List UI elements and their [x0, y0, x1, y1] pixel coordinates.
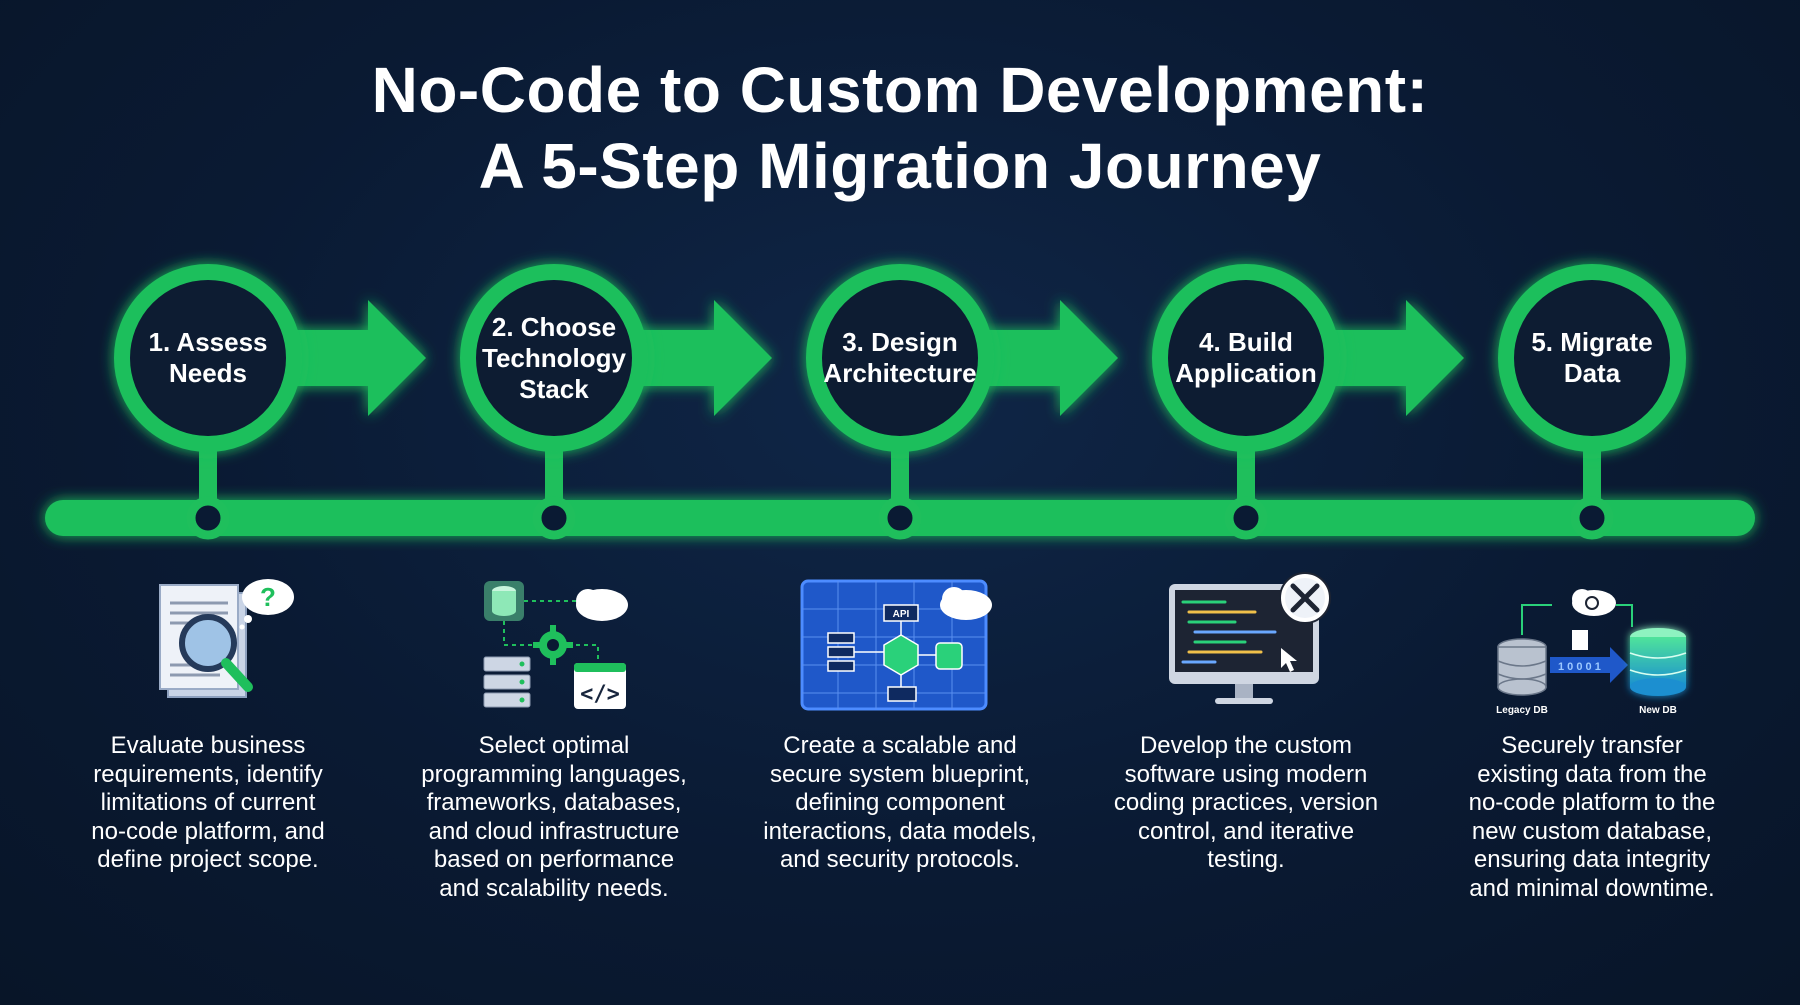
- step-description-line: defining component: [795, 789, 1005, 816]
- step-description-line: define project scope.: [97, 846, 319, 873]
- svg-text:</>: </>: [580, 682, 620, 707]
- step-circle-4: [1152, 264, 1340, 452]
- timeline-node-5: [1570, 496, 1614, 540]
- step-description-line: Select optimal: [478, 732, 630, 759]
- step-arrow-3: [960, 300, 1118, 416]
- step-description-line: ensuring data integrity: [1473, 846, 1711, 873]
- step-arrow-1: [268, 300, 426, 416]
- step-description-line: software using modern: [1124, 760, 1368, 788]
- step-description-line: existing data from the: [1477, 760, 1707, 788]
- step-marker-5: [1498, 264, 1686, 540]
- step-description-line: limitations of current: [100, 789, 316, 816]
- step-description-line: testing.: [1207, 846, 1285, 873]
- step-label-line: 5. Migrate: [1531, 327, 1653, 357]
- step-label-line: 4. Build: [1199, 327, 1293, 357]
- step-description-line: based on performance: [433, 846, 675, 873]
- step-circle-1: [114, 264, 302, 452]
- step-description-line: and scalability needs.: [439, 874, 669, 902]
- step-label-line: Needs: [168, 358, 248, 388]
- step-arrow-2: [614, 300, 772, 416]
- step-label-line: Application: [1175, 358, 1317, 388]
- step-label-line: 1. Assess: [148, 327, 268, 357]
- api-label: API: [893, 609, 910, 620]
- step-marker-2: [460, 264, 772, 540]
- timeline-node-3: [878, 496, 922, 540]
- step-description-line: Evaluate business: [110, 732, 306, 759]
- step-label-line: Data: [1563, 358, 1621, 388]
- step-description-line: secure system blueprint,: [769, 760, 1031, 788]
- step-marker-1: [114, 264, 426, 540]
- page-title: No-Code to Custom Development: A 5-Step …: [0, 52, 1800, 204]
- step-description-line: Create a scalable and: [783, 732, 1017, 759]
- step-arrow-4: [1306, 300, 1464, 416]
- title-line-2: A 5-Step Migration Journey: [478, 130, 1322, 202]
- step-description-line: control, and iterative: [1137, 817, 1355, 845]
- step-description-line: coding practices, version: [1113, 789, 1379, 816]
- step-description-line: and minimal downtime.: [1469, 874, 1715, 902]
- step-label-line: 3. Design: [842, 327, 958, 357]
- document-magnifier-question-icon: ?: [159, 579, 294, 698]
- step-label-line: 2. Choose: [491, 311, 617, 342]
- step-description-line: requirements, identify: [93, 760, 323, 788]
- step-description-line: and cloud infrastructure: [428, 817, 680, 845]
- step-description-line: programming languages,: [421, 760, 687, 788]
- svg-text:?: ?: [260, 582, 276, 612]
- step-label-line: Stack: [519, 373, 589, 404]
- step-circle-5: [1498, 264, 1686, 452]
- title-line-1: No-Code to Custom Development:: [371, 54, 1429, 126]
- step-description-line: interactions, data models,: [763, 817, 1037, 845]
- step-marker-4: [1152, 264, 1464, 540]
- step-circle-2: [460, 264, 648, 452]
- step-description-line: Develop the custom: [1139, 732, 1353, 759]
- step-marker-3: [806, 264, 1118, 540]
- timeline-node-2: [532, 496, 576, 540]
- step-description-line: frameworks, databases,: [426, 789, 682, 816]
- step-description-line: no-code platform to the: [1468, 789, 1716, 816]
- step-description-line: no-code platform, and: [91, 817, 325, 845]
- step-label-line: Architecture: [823, 358, 977, 388]
- architecture-blueprint-icon: API: [800, 579, 992, 711]
- new-db-label: New DB: [1639, 705, 1677, 716]
- step-description-line: new custom database,: [1471, 817, 1713, 845]
- database-migration-icon: 1 0 0 0 1 Legacy DB New DB: [1496, 589, 1687, 716]
- step-label-line: Technology: [482, 342, 626, 373]
- binary-stream: 1 0 0 0 1: [1558, 661, 1601, 673]
- timeline-node-4: [1224, 496, 1268, 540]
- timeline-node-1: [186, 496, 230, 540]
- step-description-line: and security protocols.: [779, 846, 1021, 873]
- tech-stack-icon: </>: [483, 581, 628, 709]
- step-description-line: Securely transfer: [1501, 732, 1683, 759]
- legacy-db-label: Legacy DB: [1496, 705, 1548, 716]
- monitor-code-tools-icon: [1169, 572, 1331, 704]
- step-circle-3: [806, 264, 994, 452]
